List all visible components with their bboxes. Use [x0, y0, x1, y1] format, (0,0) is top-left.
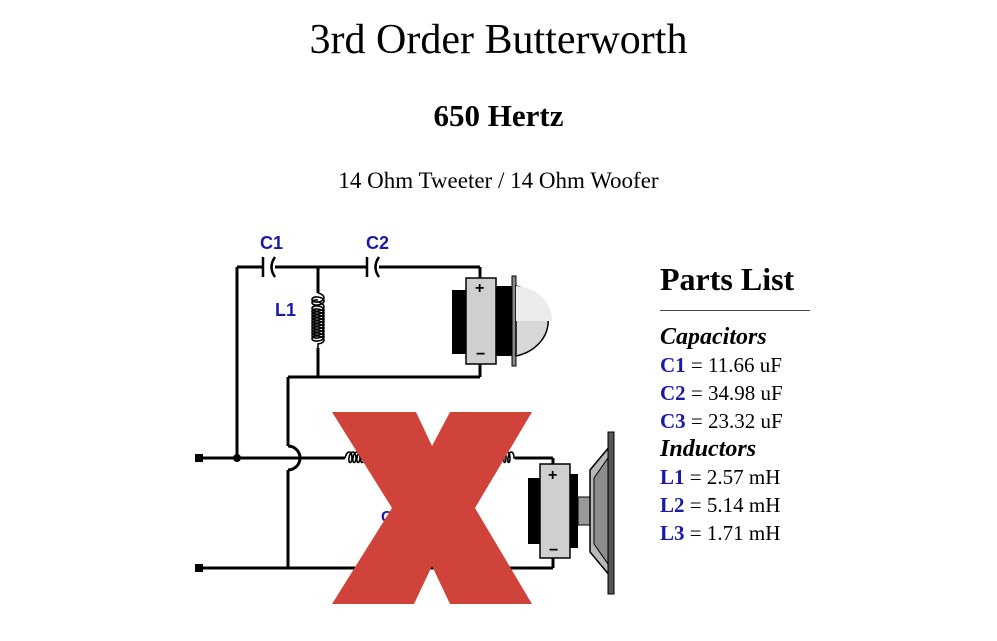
woofer-minus-terminal: − — [549, 542, 558, 559]
capacitor-c1-symbol — [261, 256, 277, 278]
parts-list: Parts List Capacitors C1 = 11.66 uF C2 =… — [660, 258, 820, 547]
parts-list-heading: Parts List — [660, 261, 795, 297]
part-c2-ref: C2 — [660, 381, 686, 405]
part-c1: C1 = 11.66 uF — [660, 351, 820, 379]
tweeter-driver: + − — [452, 275, 553, 367]
part-c3-ref: C3 — [660, 409, 686, 433]
part-c1-ref: C1 — [660, 353, 686, 377]
part-l2-ref: L2 — [660, 493, 685, 517]
woofer-plus-terminal: + — [548, 467, 557, 484]
crossover-frequency: 650 Hertz — [433, 98, 564, 133]
part-c2-value: = 34.98 uF — [685, 381, 783, 405]
capacitors-heading: Capacitors — [660, 324, 767, 350]
part-c3-value: = 23.32 uF — [685, 409, 783, 433]
part-l1: L1 = 2.57 mH — [660, 463, 820, 491]
part-l2-value: = 5.14 mH — [684, 493, 781, 517]
part-l3: L3 = 1.71 mH — [660, 519, 820, 547]
part-c3: C3 = 23.32 uF — [660, 407, 820, 435]
red-x-overlay-icon — [332, 412, 532, 604]
parts-list-divider — [660, 310, 810, 311]
label-c2: C2 — [366, 233, 389, 253]
label-l1: L1 — [275, 300, 296, 320]
part-c1-value: = 11.66 uF — [685, 353, 782, 377]
tweeter-plus-terminal: + — [475, 280, 484, 297]
part-l3-ref: L3 — [660, 521, 685, 545]
capacitor-c2-symbol — [365, 256, 381, 278]
part-c2: C2 = 34.98 uF — [660, 379, 820, 407]
part-l1-ref: L1 — [660, 465, 685, 489]
part-l1-value: = 2.57 mH — [684, 465, 781, 489]
part-l3-value: = 1.71 mH — [684, 521, 781, 545]
woofer-driver: + − — [528, 431, 615, 595]
driver-impedance-line: 14 Ohm Tweeter / 14 Ohm Woofer — [338, 168, 659, 193]
inductor-l1-symbol — [311, 292, 325, 348]
tweeter-minus-terminal: − — [476, 346, 485, 363]
label-c1: C1 — [260, 233, 283, 253]
inductors-heading: Inductors — [660, 436, 757, 462]
page-title: 3rd Order Butterworth — [309, 17, 688, 63]
part-l2: L2 = 5.14 mH — [660, 491, 820, 519]
input-terminals — [195, 454, 241, 572]
